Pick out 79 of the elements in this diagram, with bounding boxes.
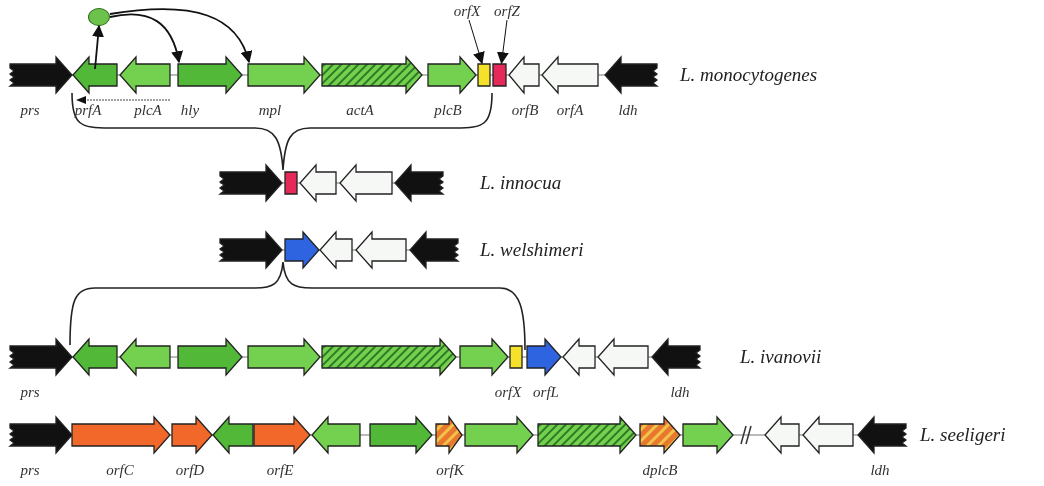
gene-symbol [220,165,282,201]
leader-line [468,19,485,65]
gene-symbol [248,57,320,93]
gene-symbol [120,57,170,93]
arrow [92,24,104,70]
gene-label: actA [346,102,374,119]
gene-symbol [858,417,906,453]
gene-label: mpl [258,102,282,119]
gene-label: orfD [175,462,205,479]
gene-label: plcB [434,102,462,119]
gene-symbol [605,57,657,93]
gene-label: orfL [533,384,559,401]
gene-symbol [803,417,853,453]
gene-symbol [254,417,310,453]
gene-symbol [172,417,212,453]
gene-symbol [178,339,242,375]
gene-symbol [428,57,476,93]
gene-label: orfK [436,462,464,479]
gene-symbol [765,417,799,453]
arrow [109,13,183,64]
gene-symbol [538,417,636,453]
species-label: L. monocytogenes [680,64,818,86]
gene-label: plcA [134,102,162,119]
species-label: L. innocua [480,172,562,194]
gene-symbol [563,339,595,375]
gene-label: ldh [618,102,638,119]
gene-symbol [312,417,360,453]
gene-symbol [73,57,117,93]
gene-symbol [10,417,72,453]
gene-symbol [220,232,282,268]
gene-symbol [410,232,458,268]
protein-circle [88,8,110,26]
species-label: L. ivanovii [740,346,822,368]
gene-symbol [436,417,462,453]
gene-symbol [120,339,170,375]
gene-label: orfE [266,462,294,479]
gene-label: hly [180,102,200,119]
gene-symbol [370,417,432,453]
gene-symbol [248,339,320,375]
gene-symbol [395,165,443,201]
gene-label: prs [20,102,40,119]
gene-symbol [322,57,422,93]
gene-symbol [509,57,539,93]
gene-label: dplcB [642,462,678,479]
gene-label: orfA [556,102,584,119]
gene-symbol [285,232,319,268]
gene-symbol [652,339,700,375]
gene-symbol [320,232,352,268]
species-label: L. seeligeri [920,424,1006,446]
gene-label: prfA [74,102,102,119]
gene-label: prs [20,384,40,401]
gene-symbol [73,339,117,375]
gene-symbol [527,339,561,375]
arrow [109,8,252,64]
gene-symbol [340,165,392,201]
gene-symbol [10,339,72,375]
gene-label: orfC [106,462,134,479]
gene-symbol [72,417,170,453]
gene-symbol [640,417,680,453]
gene-symbol [356,232,406,268]
gene-symbol [598,339,648,375]
gene-symbol [683,417,733,453]
species-label: L. welshimeri [480,239,584,261]
gene-symbol [213,417,253,453]
gene-label: orfB [511,102,539,119]
gene-label: ldh [670,384,690,401]
gene-symbol [460,339,508,375]
gene-label: orfX [452,2,482,20]
gene-label: prs [20,462,40,479]
gene-symbol [465,417,533,453]
gene-symbol [300,165,336,201]
leader-line [496,19,509,65]
gene-label: ldh [870,462,890,479]
gene-symbol [10,57,72,93]
gene-label: orfZ [492,2,522,20]
gene-symbol [178,57,242,93]
gene-symbol [322,339,456,375]
gene-symbol [542,57,598,93]
gene-label: orfX [494,384,522,401]
